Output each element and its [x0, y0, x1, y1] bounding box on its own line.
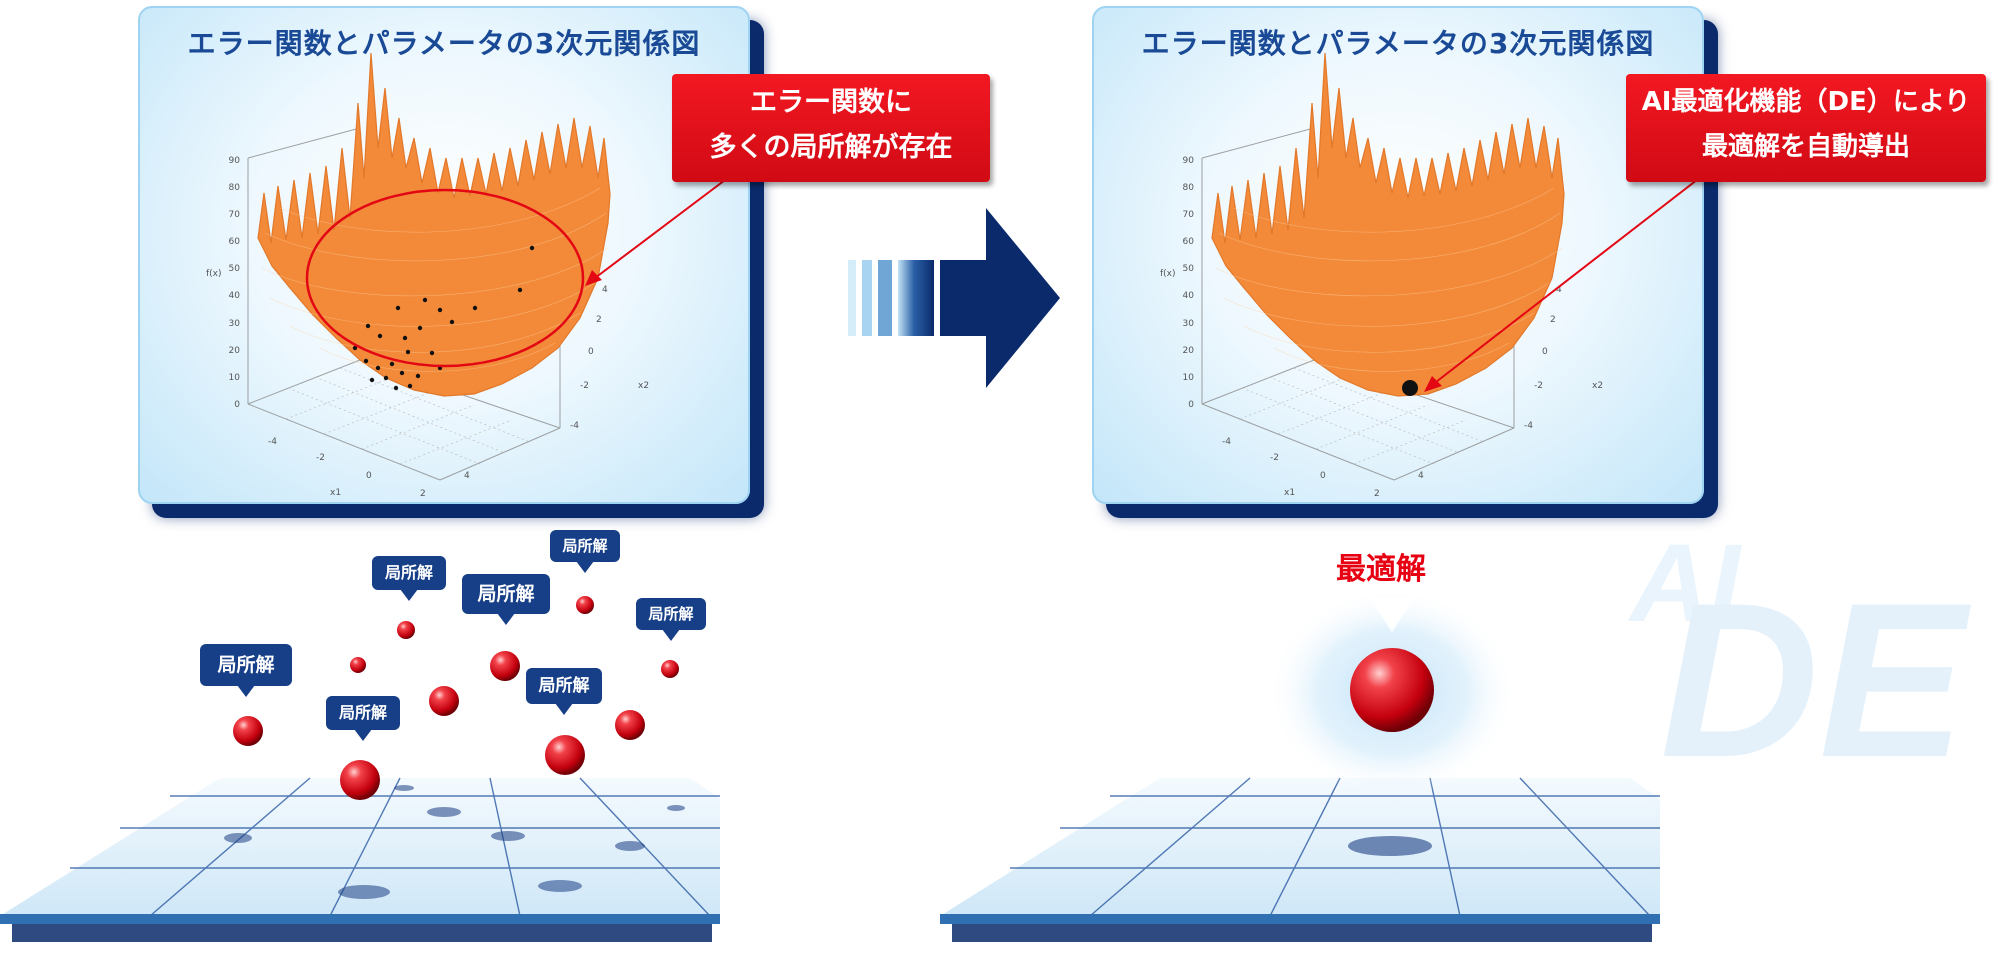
x1-tick: -4 [268, 437, 277, 447]
right-callout-line-2: 最適解を自動導出 [1701, 132, 1910, 162]
z-axis-label: f(x) [1160, 269, 1176, 279]
z-tick: 50 [229, 264, 241, 274]
left-surface-plot: 0 10 20 30 40 50 60 70 80 90 f(x) -4 -2 … [206, 52, 726, 499]
left-callout-line-2: 多くの局所解が存在 [709, 132, 953, 163]
x1-axis-label: x1 [330, 488, 341, 498]
local-solution-tag: 局所解 [372, 556, 446, 601]
x2-axis-label: x2 [638, 381, 649, 391]
z-tick: 40 [229, 291, 241, 301]
z-tick: 90 [229, 156, 241, 166]
right-callout-line-1: AI最適化機能（DE）により [1641, 87, 1971, 117]
local-solution-tag: 局所解 [526, 668, 602, 715]
x1-tick: -2 [1270, 453, 1279, 463]
z-tick: 20 [1183, 346, 1195, 356]
z-axis-label: f(x) [206, 269, 222, 279]
z-tick: 50 [1183, 264, 1195, 274]
x1-tick: 4 [464, 471, 470, 481]
x2-tick: -2 [580, 381, 589, 391]
local-solution-tag: 局所解 [636, 598, 706, 641]
x1-axis-label: x1 [1284, 488, 1295, 498]
z-tick: 0 [234, 400, 240, 410]
right-panel-title: エラー関数とパラメータの3次元関係図 [1141, 27, 1655, 60]
x2-tick: 0 [588, 347, 594, 357]
right-surface-plot: 0 10 20 30 40 50 60 70 80 90 f(x) -4 -2 … [1160, 52, 1702, 499]
x1-tick: -4 [1222, 437, 1231, 447]
x1-tick: 2 [420, 489, 426, 499]
best-solution-label: 最適解 [1336, 552, 1426, 587]
best-solution-glow [1267, 587, 1517, 797]
right-3d-plot-panel: エラー関数とパラメータの3次元関係図 0 10 20 30 40 50 60 7 [1092, 6, 1986, 504]
progress-arrow [848, 208, 1060, 388]
local-solution-spheres [233, 596, 679, 800]
left-floor-grid [0, 777, 720, 942]
ai-de-watermark: AI DE [1630, 522, 1966, 803]
z-tick: 40 [1183, 291, 1195, 301]
x2-tick: 4 [602, 285, 608, 295]
local-solution-tag: 局所解 [326, 696, 400, 741]
z-tick: 30 [1183, 319, 1195, 329]
z-tick: 70 [1183, 210, 1195, 220]
left-panel-title: エラー関数とパラメータの3次元関係図 [187, 27, 701, 60]
z-tick: 60 [1183, 237, 1195, 247]
x2-tick: 4 [1556, 285, 1562, 295]
z-tick: 70 [229, 210, 241, 220]
local-solution-tag: 局所解 [462, 574, 550, 625]
local-solution-tag: 局所解 [550, 530, 620, 573]
left-callout-line-1: エラー関数に [750, 87, 912, 118]
x1-tick: 2 [1374, 489, 1380, 499]
right-floor-grid [940, 777, 1660, 942]
right-callout-box: AI最適化機能（DE）により 最適解を自動導出 [1626, 74, 1986, 182]
x2-axis-label: x2 [1592, 381, 1603, 391]
z-tick: 10 [229, 373, 241, 383]
x2-tick: 2 [1550, 315, 1556, 325]
x2-tick: -4 [570, 421, 579, 431]
z-tick: 80 [1183, 183, 1195, 193]
x2-tick: 2 [596, 315, 602, 325]
x1-tick: 0 [366, 471, 372, 481]
z-tick: 20 [229, 346, 241, 356]
z-tick: 0 [1188, 400, 1194, 410]
x2-tick: -2 [1534, 381, 1543, 391]
x2-tick: 0 [1542, 347, 1548, 357]
x1-tick: 0 [1320, 471, 1326, 481]
z-tick: 60 [229, 237, 241, 247]
left-callout-box: エラー関数に 多くの局所解が存在 [672, 74, 990, 182]
z-tick: 10 [1183, 373, 1195, 383]
left-3d-plot-panel: エラー関数とパラメータの3次元関係図 0 10 20 30 40 50 [138, 6, 990, 504]
local-solution-tag: 局所解 [200, 644, 292, 697]
x1-tick: 4 [1418, 471, 1424, 481]
z-tick: 80 [229, 183, 241, 193]
z-tick: 90 [1183, 156, 1195, 166]
z-tick: 30 [229, 319, 241, 329]
x2-tick: -4 [1524, 421, 1533, 431]
x1-tick: -2 [316, 453, 325, 463]
